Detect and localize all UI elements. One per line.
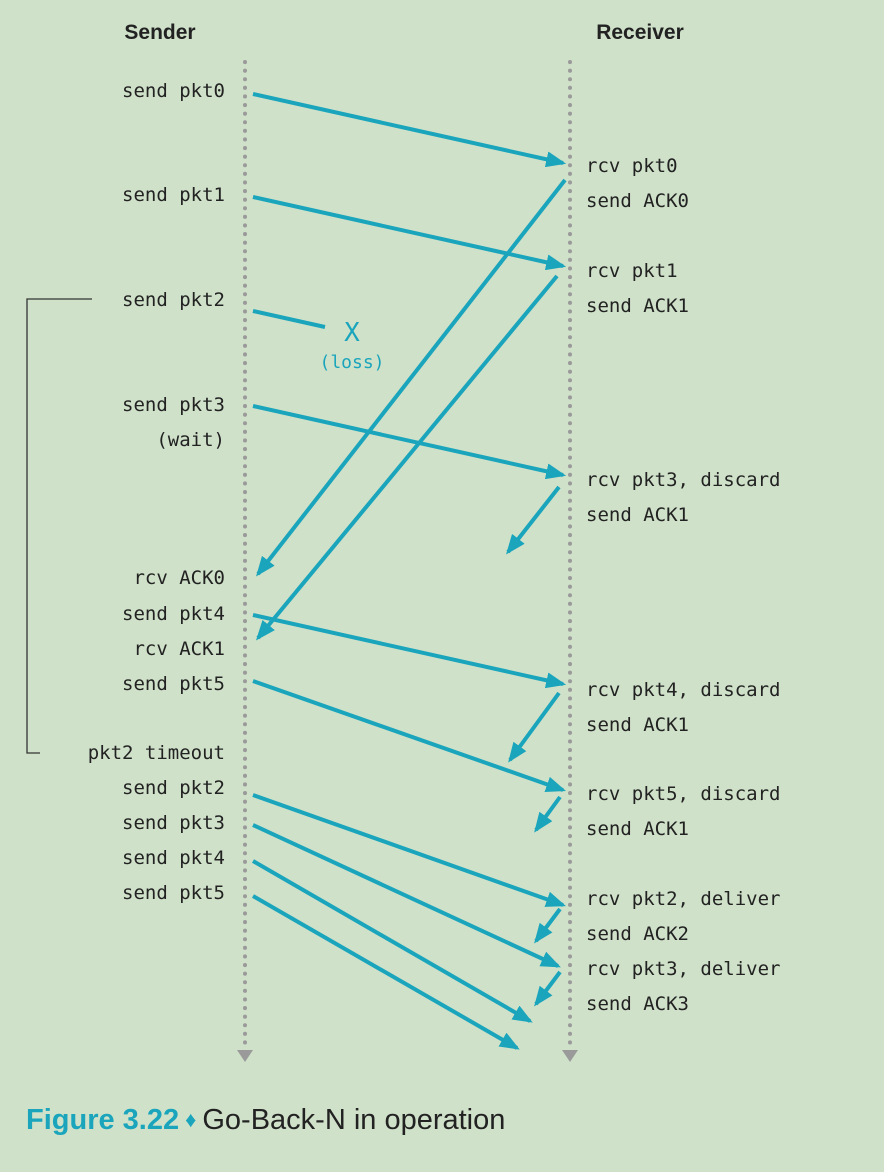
sender-header: Sender [124, 21, 195, 44]
timeout-bracket [26, 298, 92, 754]
sender-event: send pkt5 [122, 673, 225, 695]
figure-title: Go-Back-N in operation [202, 1104, 506, 1136]
receiver-event: rcv pkt2, deliver [586, 888, 780, 910]
sender-event: pkt2 timeout [88, 742, 225, 764]
sender-event: send pkt3 [122, 394, 225, 416]
sender-events: send pkt0 send pkt1 send pkt2 send pkt3 … [88, 80, 225, 904]
sender-event: send pkt2 [122, 289, 225, 311]
sender-event: send pkt4 [122, 847, 225, 869]
ack-arrow-ack0 [256, 178, 567, 577]
sender-timeline-arrowhead [237, 1050, 253, 1062]
receiver-event: rcv pkt4, discard [586, 679, 780, 701]
packet-arrow-pkt1 [252, 195, 567, 271]
sender-event: send pkt4 [122, 603, 225, 625]
figure-caption: Figure 3.22♦Go-Back-N in operation [26, 1104, 505, 1137]
sender-event: send pkt3 [122, 812, 225, 834]
sender-event: (wait) [156, 429, 225, 451]
receiver-event: rcv pkt5, discard [586, 783, 780, 805]
ack-arrow-ack2 [534, 907, 562, 944]
packet-arrow-pkt3-resend [252, 823, 561, 968]
receiver-event: send ACK1 [586, 295, 689, 317]
ack-arrow-ack3 [534, 970, 562, 1007]
sender-event: send pkt0 [122, 80, 225, 102]
receiver-timeline-arrowhead [562, 1050, 578, 1062]
packet-arrow-pkt2-resend [252, 793, 567, 907]
ack-arrow-ack1-dup [506, 485, 561, 555]
receiver-event: rcv pkt1 [586, 260, 678, 282]
sender-event: send pkt1 [122, 184, 225, 206]
ack-arrows [255, 178, 567, 1007]
receiver-event: send ACK1 [586, 504, 689, 526]
receiver-event: rcv pkt0 [586, 155, 678, 177]
ack-arrow-ack1 [255, 274, 559, 641]
receiver-events: rcv pkt0 send ACK0 rcv pkt1 send ACK1 rc… [586, 155, 780, 1015]
packet-arrow-pkt4-resend [251, 859, 533, 1023]
packet-arrow-pkt4 [252, 613, 567, 689]
packet-arrow-pkt2-lost [252, 309, 326, 329]
packet-arrows [251, 92, 567, 1050]
figure-number: Figure 3.22 [26, 1104, 180, 1136]
packet-arrow-pkt3 [252, 404, 567, 480]
diamond-icon: ♦ [185, 1107, 197, 1132]
receiver-event: send ACK1 [586, 818, 689, 840]
receiver-event: send ACK1 [586, 714, 689, 736]
loss-label: (loss) [319, 352, 384, 373]
packet-arrow-pkt5 [252, 679, 567, 792]
receiver-event: rcv pkt3, deliver [586, 958, 780, 980]
ack-arrow-ack1-dup [534, 795, 562, 833]
packet-arrow-pkt0 [252, 92, 567, 168]
sender-event: send pkt2 [122, 777, 225, 799]
receiver-header: Receiver [596, 21, 684, 44]
ack-arrow-ack1-dup [508, 691, 561, 763]
receiver-event: rcv pkt3, discard [586, 469, 780, 491]
receiver-event: send ACK2 [586, 923, 689, 945]
sender-event: rcv ACK0 [133, 567, 225, 589]
sender-event: send pkt5 [122, 882, 225, 904]
sender-event: rcv ACK1 [133, 638, 225, 660]
receiver-event: send ACK3 [586, 993, 689, 1015]
receiver-event: send ACK0 [586, 190, 689, 212]
packet-arrow-pkt5-resend [252, 894, 520, 1050]
loss-marker: X [344, 318, 360, 348]
